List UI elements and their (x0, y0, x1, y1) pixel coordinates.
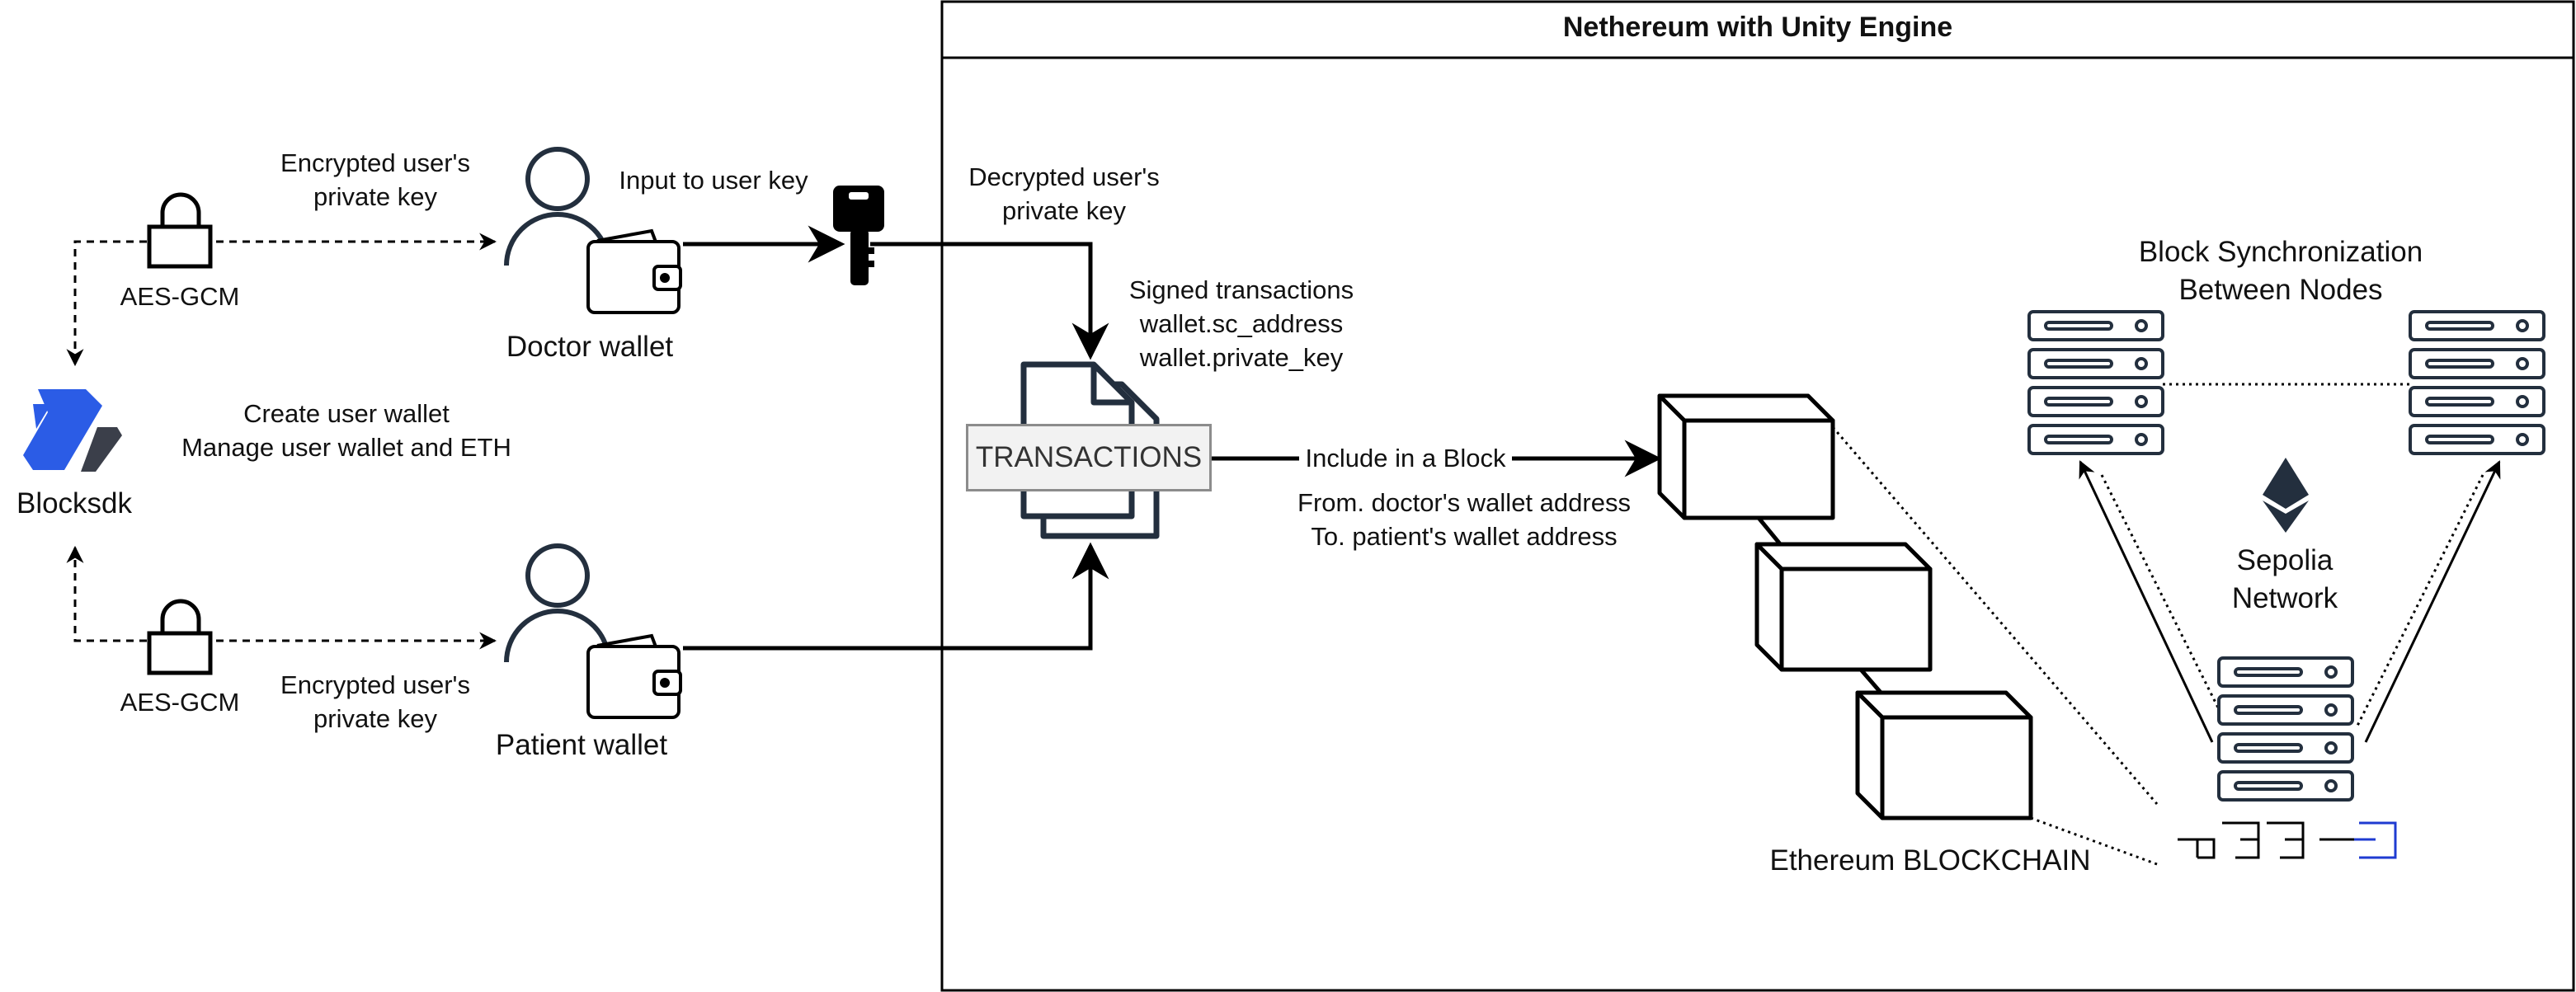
server-icon (2217, 656, 2354, 802)
sync-arrows (2079, 460, 2501, 743)
blocksdk-logo (23, 389, 122, 472)
aes-label-bottom: AES-GCM (120, 688, 240, 717)
lock-icon (147, 192, 213, 269)
doctor-wallet-label: Doctor wallet (506, 331, 674, 363)
frame-title: Nethereum with Unity Engine (1562, 12, 1953, 43)
server-icon (2027, 310, 2164, 455)
transactions-box: TRANSACTIONS (966, 424, 1212, 491)
patient-wallet-label: Patient wallet (495, 729, 668, 761)
blocksdk-label: Blocksdk (16, 487, 133, 520)
aes-label-top: AES-GCM (120, 282, 240, 311)
solid-connectors (683, 225, 1662, 651)
user-icon (504, 543, 611, 663)
input-key-label: Input to user key (619, 166, 808, 195)
include-block-label: Include in a Block (1299, 442, 1512, 476)
chain-icon (2178, 821, 2397, 859)
wallet-icon (586, 633, 682, 719)
cube-icon (1855, 690, 2033, 820)
wallet-icon (586, 228, 682, 314)
nethereum-frame (940, 0, 2575, 992)
server-icon (2409, 310, 2545, 455)
key-icon (833, 186, 884, 285)
lock-icon (147, 599, 213, 675)
cube-icon (1657, 393, 1835, 520)
cube-icon (1754, 542, 1933, 672)
ethereum-icon (2263, 458, 2309, 533)
blockchain-cubes (1657, 393, 2033, 820)
dashed-connectors (66, 233, 497, 650)
dotted-links (1831, 383, 2484, 866)
ethereum-blockchain-label: Ethereum BLOCKCHAIN (1769, 844, 2091, 877)
